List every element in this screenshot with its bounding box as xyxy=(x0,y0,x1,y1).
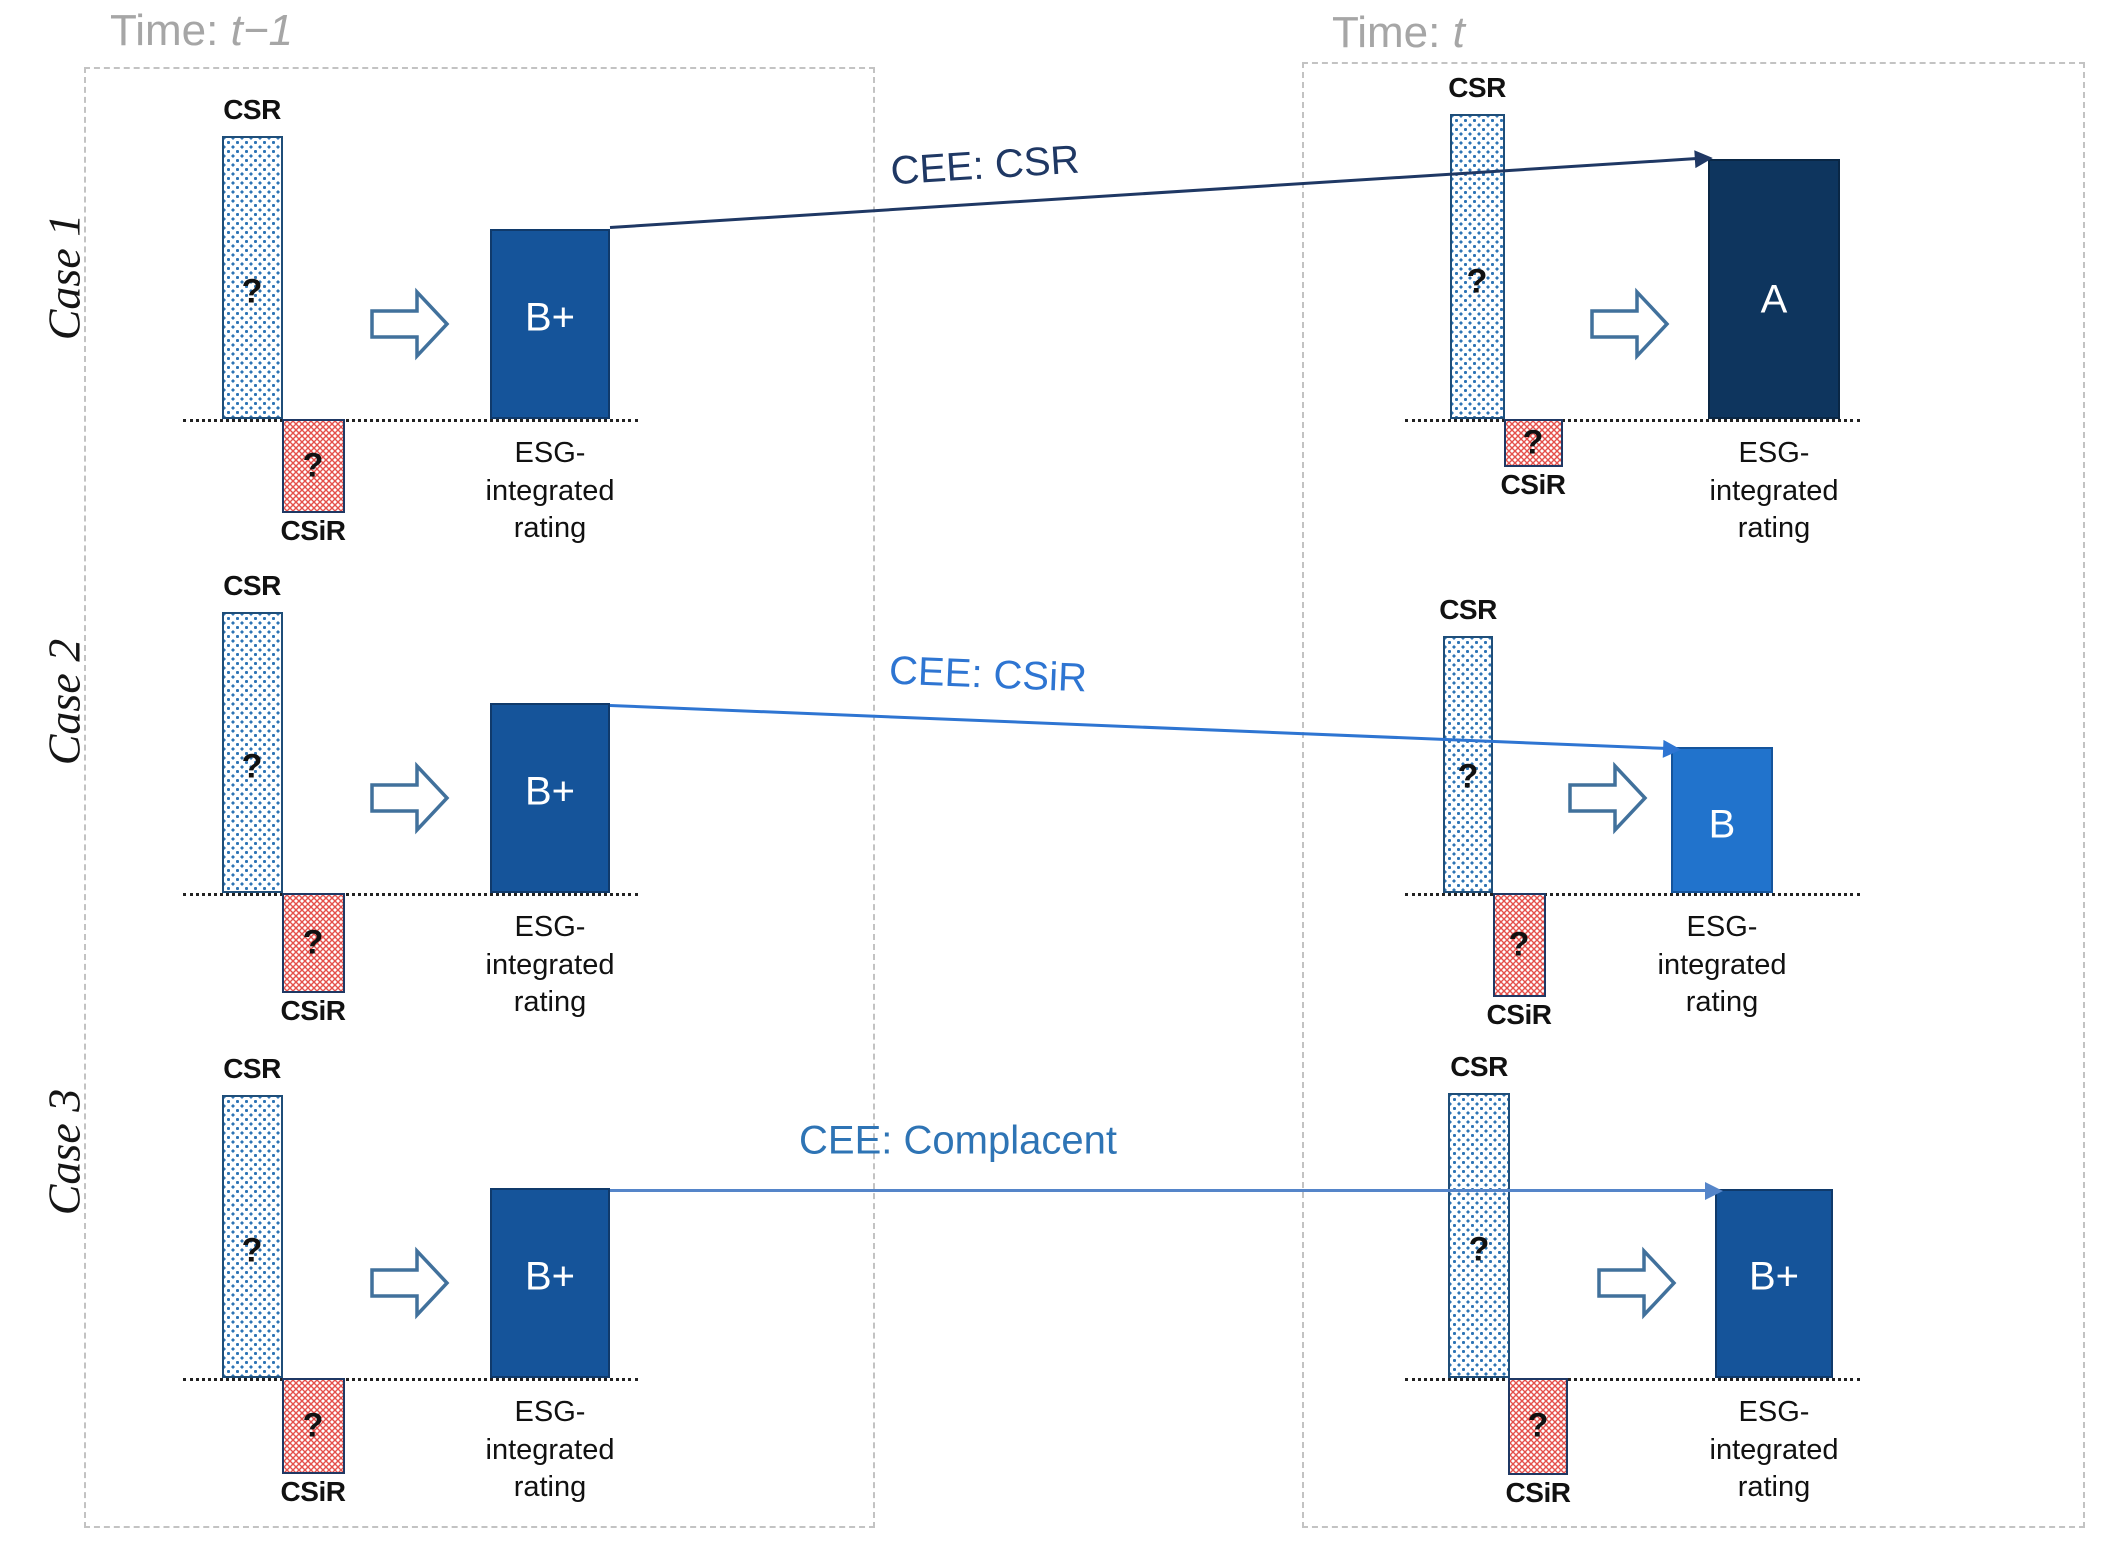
case-1-right-rating-value: A xyxy=(1760,277,1788,322)
case-3-right-csr-label: CSR xyxy=(1450,1051,1508,1082)
case-3-left-block-arrow-icon xyxy=(370,1246,450,1320)
case-3-label: Case 3 xyxy=(38,1088,90,1216)
case-3-right-block-arrow-icon xyxy=(1597,1246,1677,1320)
case-2-left-csr-question: ? xyxy=(241,747,263,786)
case-2-left-baseline xyxy=(183,893,638,896)
case-3-right-rating-value: B+ xyxy=(1748,1254,1800,1299)
case-1-right-baseline xyxy=(1405,419,1860,422)
case-2-cee-label: CEE: CSiR xyxy=(888,648,1088,701)
case-3-cee-arrowhead-icon xyxy=(1705,1181,1723,1200)
case-1-right-csr-question: ? xyxy=(1466,262,1488,301)
case-3-right-csr-bar xyxy=(1448,1093,1510,1378)
case-3-right-csr-question: ? xyxy=(1468,1230,1490,1269)
case-1-left-csr-label: CSR xyxy=(223,94,281,125)
case-1-right-csir-bar xyxy=(1504,419,1563,467)
case-1-cee-arrowhead-icon xyxy=(1694,148,1714,168)
case-2-left-csr-label: CSR xyxy=(223,570,281,601)
case-2-left-csir-label: CSiR xyxy=(280,995,346,1026)
case-2-left-block-arrow-icon xyxy=(370,761,450,835)
case-2-cee-arrowhead-icon xyxy=(1662,739,1682,759)
case-1-left-csr-bar xyxy=(222,136,283,419)
case-1-right-rating-bar xyxy=(1708,159,1840,419)
case-3-left-csr-label: CSR xyxy=(223,1053,281,1084)
case-3-left-axis-label: ESG- integrated rating xyxy=(485,1396,615,1504)
case-2-label: Case 2 xyxy=(38,638,90,766)
case-1-left-rating-value: B+ xyxy=(524,295,576,340)
case-1-right-csr-bar xyxy=(1450,114,1505,419)
case-1-right-block-arrow-icon xyxy=(1590,287,1670,361)
panel-title-prefix: Time: xyxy=(1332,8,1453,57)
case-3-left-csir-question: ? xyxy=(302,1406,324,1445)
case-2-right-axis-label: ESG- integrated rating xyxy=(1657,911,1787,1019)
case-1-left-csir-question: ? xyxy=(302,446,324,485)
case-3-right-baseline xyxy=(1405,1378,1860,1381)
case-1-left-rating-bar xyxy=(490,229,610,419)
case-2-left-rating-value: B+ xyxy=(524,769,576,814)
case-1-right-csr-label: CSR xyxy=(1448,72,1506,103)
case-1-left-block-arrow-icon xyxy=(370,287,450,361)
case-3-left-csir-bar xyxy=(282,1378,345,1474)
case-2-right-baseline xyxy=(1405,893,1860,896)
case-1-left-axis-label: ESG- integrated rating xyxy=(485,437,615,545)
case-3-right-rating-bar xyxy=(1715,1189,1833,1378)
case-1-right-csir-question: ? xyxy=(1522,423,1544,462)
case-2-left-csr-bar xyxy=(222,612,283,893)
case-2-right-csr-question: ? xyxy=(1457,757,1479,796)
case-1-right-axis-label: ESG- integrated rating xyxy=(1709,437,1839,545)
case-3-right-csir-bar xyxy=(1508,1378,1568,1475)
panel-time-t xyxy=(1302,62,2085,1528)
case-2-left-axis-label: ESG- integrated rating xyxy=(485,911,615,1019)
case-2-right-csir-label: CSiR xyxy=(1486,999,1552,1030)
case-3-right-axis-label: ESG- integrated rating xyxy=(1709,1396,1839,1504)
case-3-left-rating-bar xyxy=(490,1188,610,1378)
case-1-label: Case 1 xyxy=(38,213,90,341)
case-3-right-csir-label: CSiR xyxy=(1505,1477,1571,1508)
case-2-right-block-arrow-icon xyxy=(1568,761,1648,835)
case-3-cee-arrow xyxy=(610,1181,1723,1200)
panel-title-prefix: Time: xyxy=(110,6,231,55)
case-2-left-csir-bar xyxy=(282,893,345,993)
case-3-left-csr-bar xyxy=(222,1095,283,1378)
panel-title-time-symbol: t xyxy=(1452,8,1465,57)
case-3-left-csir-label: CSiR xyxy=(280,1476,346,1507)
case-1-cee-label: CEE: CSR xyxy=(889,137,1081,194)
case-3-left-rating-value: B+ xyxy=(524,1254,576,1299)
case-1-right-csir-label: CSiR xyxy=(1500,469,1566,500)
case-1-left-csir-label: CSiR xyxy=(280,515,346,546)
case-3-right-csir-question: ? xyxy=(1527,1406,1549,1445)
case-2-right-csir-bar xyxy=(1493,893,1546,997)
case-3-left-csr-question: ? xyxy=(241,1231,263,1270)
case-2-left-rating-bar xyxy=(490,703,610,893)
case-3-left-baseline xyxy=(183,1378,638,1381)
case-2-right-csr-bar xyxy=(1443,636,1493,893)
case-3-cee-label: CEE: Complacent xyxy=(799,1118,1117,1163)
panel-title-t-minus-1: Time: t−1 xyxy=(110,6,293,56)
panel-title-time-symbol: t−1 xyxy=(230,6,293,55)
case-1-left-baseline xyxy=(183,419,638,422)
panel-title-t: Time: t xyxy=(1332,8,1465,58)
panel-time-t-minus-1 xyxy=(84,67,875,1528)
case-2-right-rating-value: B xyxy=(1708,802,1736,847)
case-2-right-csr-label: CSR xyxy=(1439,594,1497,625)
case-2-right-csir-question: ? xyxy=(1508,925,1530,964)
case-2-right-rating-bar xyxy=(1671,747,1773,893)
case-1-left-csr-question: ? xyxy=(241,272,263,311)
case-2-left-csir-question: ? xyxy=(302,923,324,962)
case-1-left-csir-bar xyxy=(282,419,345,513)
